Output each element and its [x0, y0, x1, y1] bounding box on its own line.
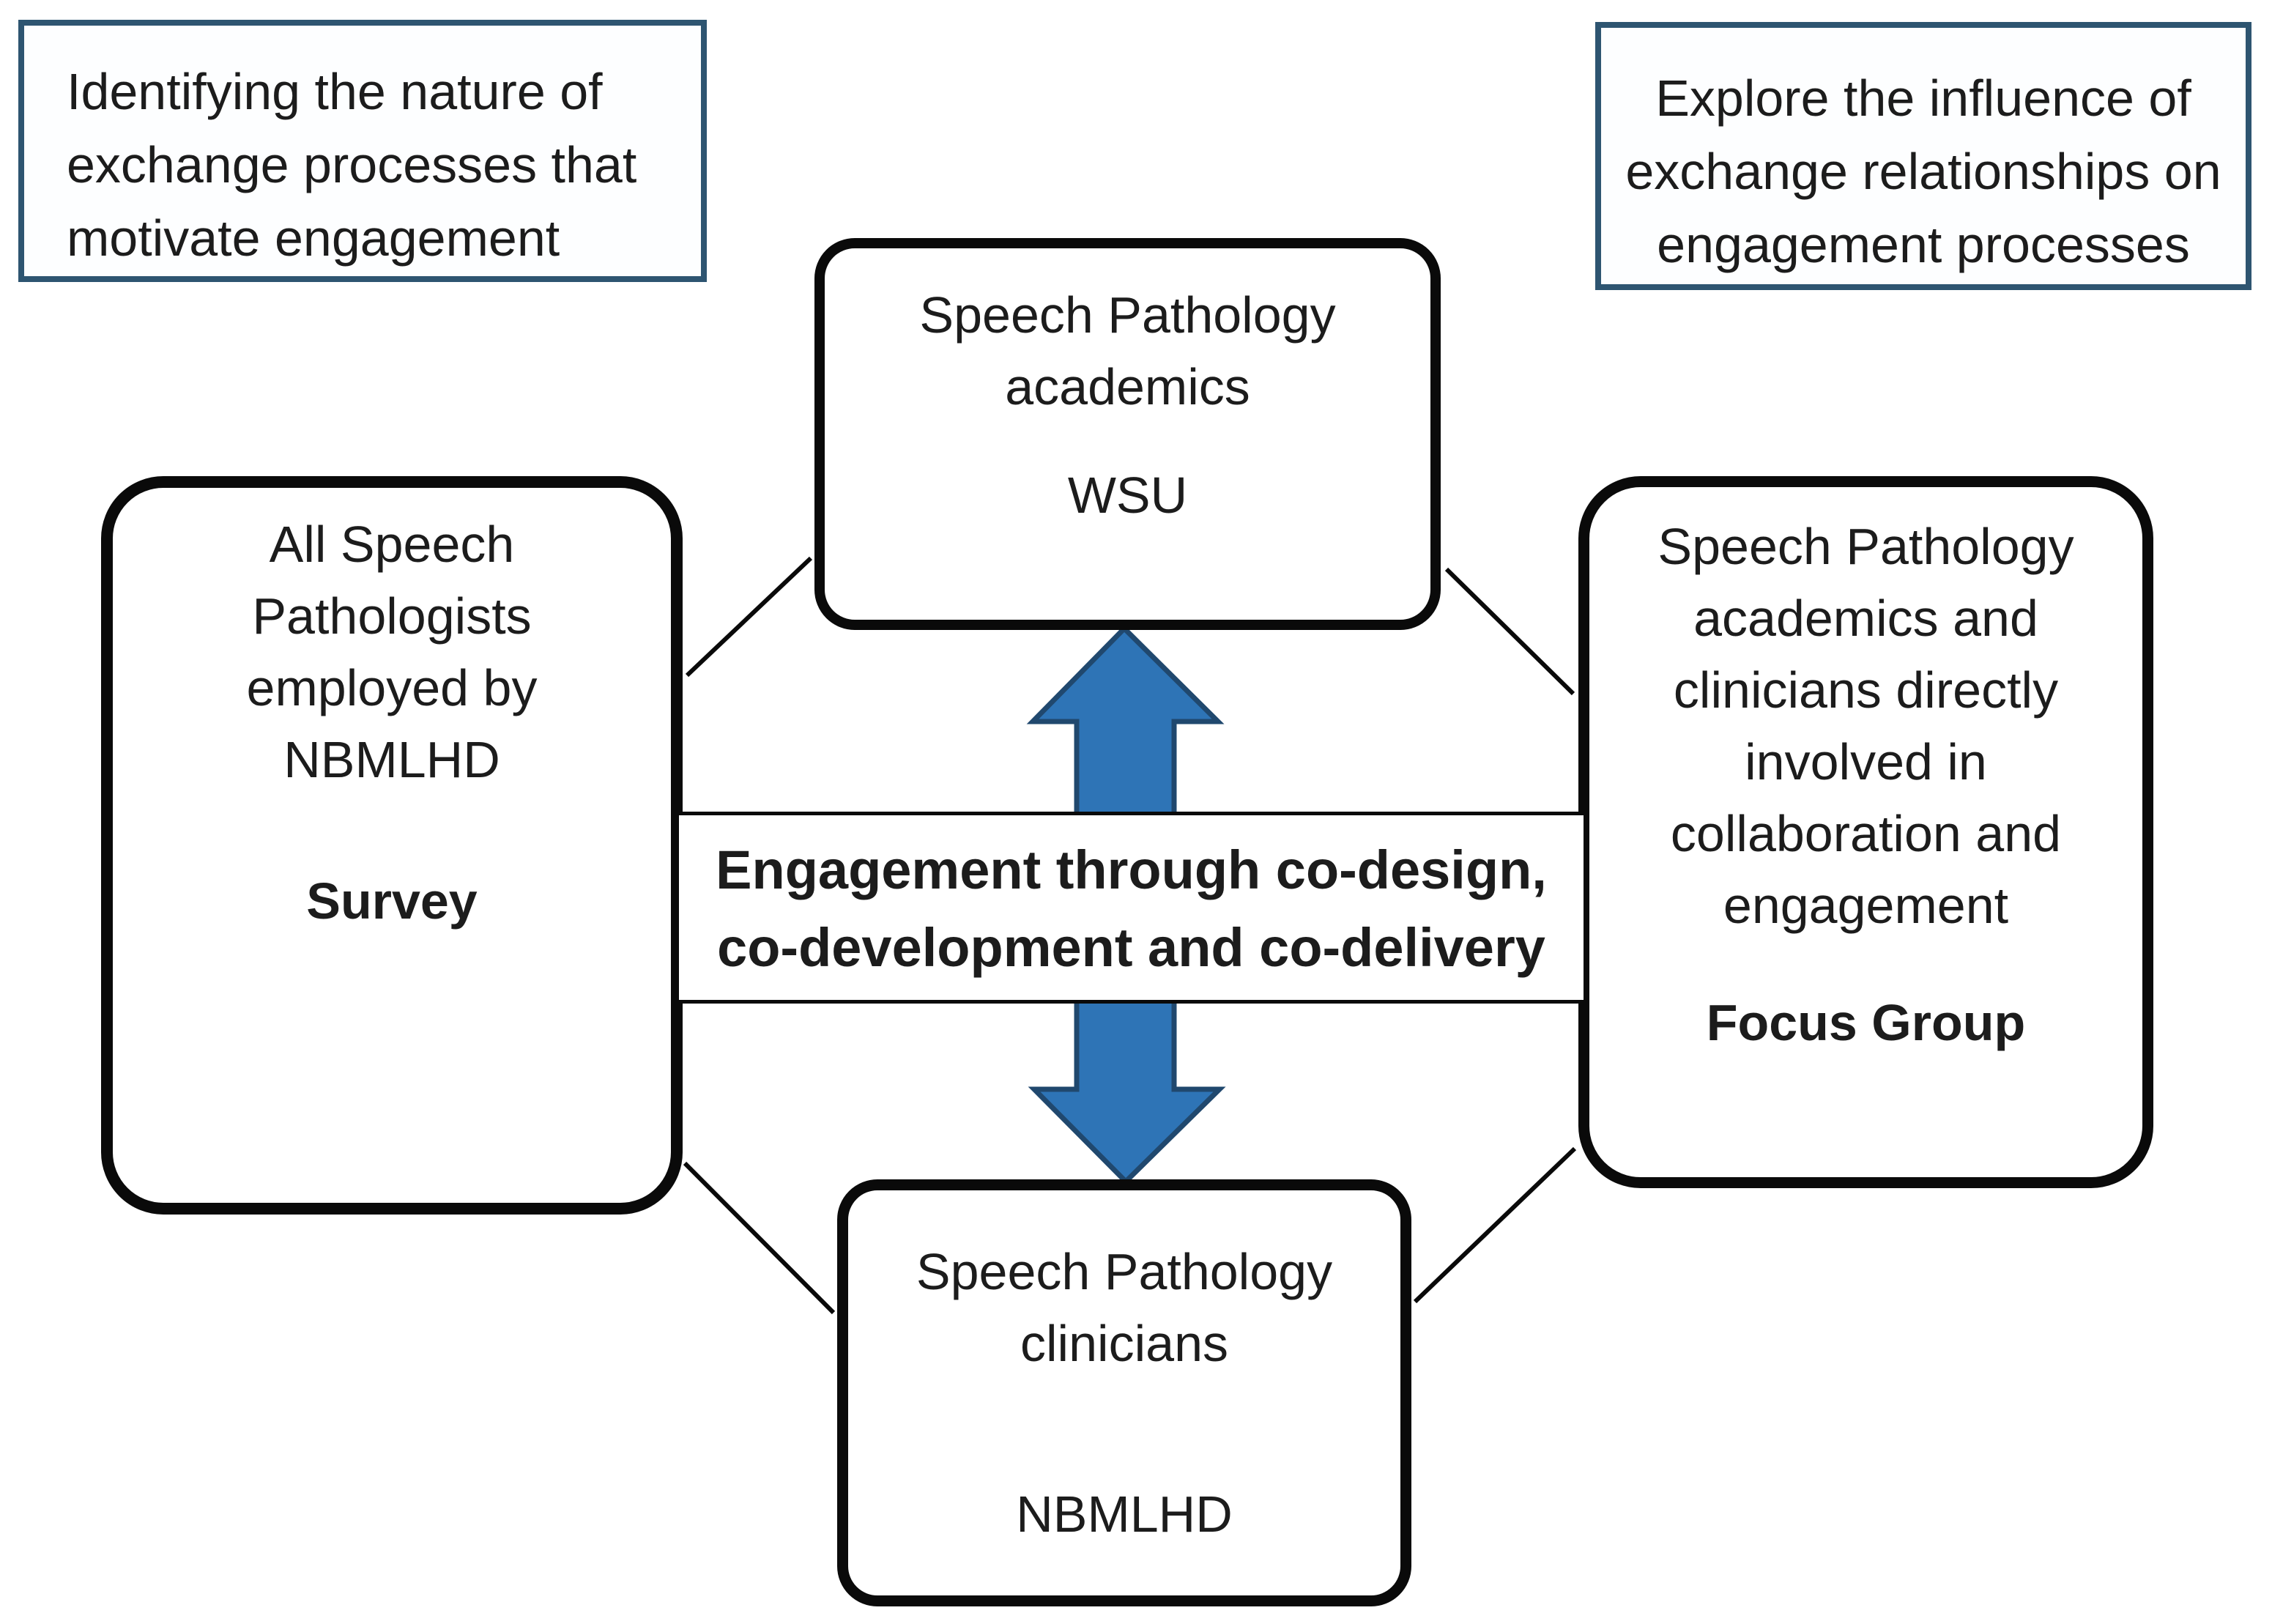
node-text-line: involved in — [1745, 733, 1987, 790]
objective-right-line: engagement processes — [1657, 216, 2190, 273]
node-text-line: clinicians directly — [1673, 661, 2059, 719]
method-label-focus-group: Focus Group — [1706, 994, 2026, 1051]
objective-left-line: motivate engagement — [67, 210, 560, 267]
objective-box-right: Explore the influence of exchange relati… — [1595, 22, 2251, 290]
node-text-line: Speech Pathology — [916, 1243, 1333, 1300]
node-text-line: Speech Pathology — [919, 286, 1336, 344]
node-text-line: Speech Pathology — [1657, 518, 2074, 575]
engagement-band: Engagement through co-design, co-develop… — [675, 812, 1587, 1004]
objective-left-line: Identifying the nature of — [67, 63, 603, 120]
node-all-speech-pathologists: All Speech Pathologists employed by NBML… — [101, 476, 683, 1215]
node-academics-and-clinicians: Speech Pathology academics and clinician… — [1578, 476, 2153, 1188]
connector-academics-focus — [1444, 567, 1575, 696]
node-text-line: Pathologists — [252, 587, 532, 645]
connector-survey-clinicians — [683, 1161, 836, 1315]
node-text-line: employed by — [246, 659, 538, 716]
objective-right-line: exchange relationships on — [1625, 143, 2221, 200]
engagement-band-line: Engagement through co-design, — [716, 839, 1547, 900]
node-speech-pathology-clinicians: Speech Pathology clinicians NBMLHD — [837, 1179, 1411, 1606]
node-text-line: NBMLHD — [283, 731, 500, 788]
node-org-label: NBMLHD — [1016, 1486, 1233, 1543]
connector-survey-academics — [685, 556, 813, 678]
node-org-label: WSU — [1067, 467, 1188, 524]
node-text-line: academics and — [1693, 590, 2038, 647]
objective-left-line: exchange processes that — [67, 136, 637, 193]
objective-right-line: Explore the influence of — [1655, 70, 2191, 127]
node-text-line: academics — [1005, 358, 1250, 415]
node-speech-pathology-academics: Speech Pathology academics WSU — [814, 238, 1441, 630]
node-text-line: All Speech — [269, 516, 515, 573]
node-text-line: engagement — [1723, 877, 2009, 934]
connector-focus-clinicians — [1413, 1146, 1577, 1304]
objective-box-left: Identifying the nature of exchange proce… — [18, 20, 707, 282]
node-text-line: clinicians — [1020, 1315, 1228, 1372]
node-text-line: collaboration and — [1670, 805, 2062, 862]
method-label-survey: Survey — [306, 872, 478, 930]
engagement-band-line: co-development and co-delivery — [717, 917, 1545, 978]
